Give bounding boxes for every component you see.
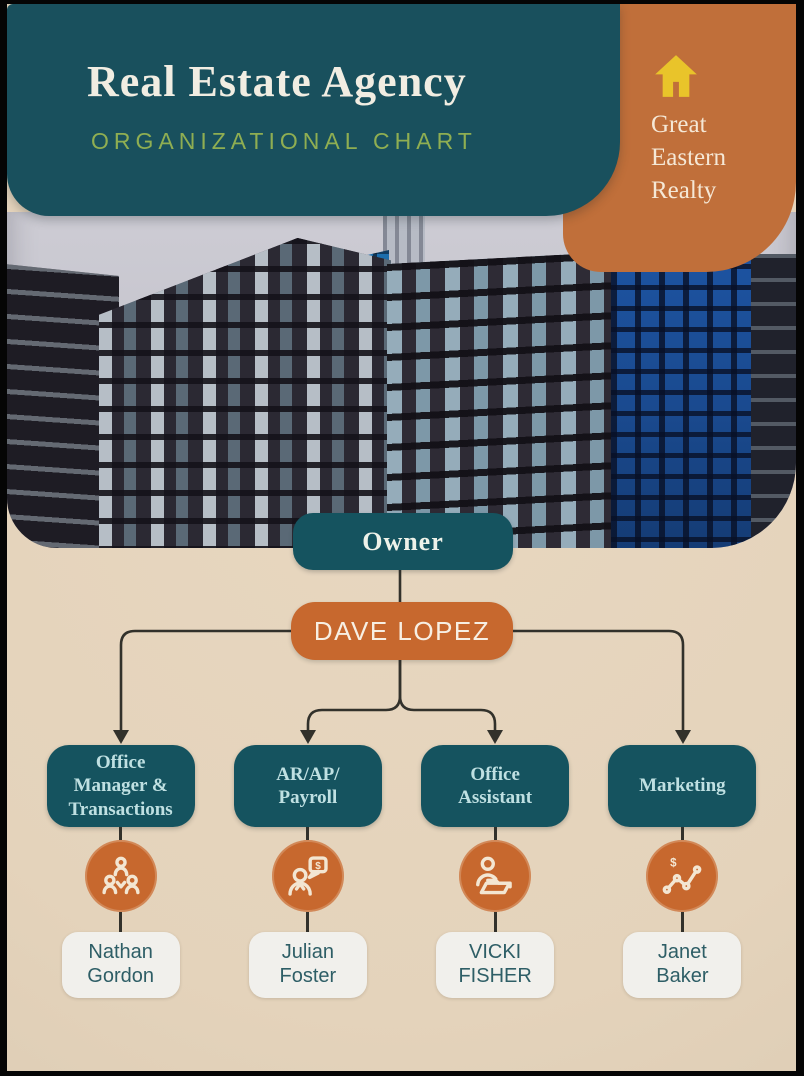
connector-stem bbox=[493, 827, 497, 840]
brand-name: Great Eastern Realty bbox=[651, 111, 726, 204]
connector-stem bbox=[306, 912, 310, 932]
person-folder-icon bbox=[459, 840, 532, 912]
role-label: Marketing bbox=[639, 775, 726, 797]
sales-chart-icon bbox=[646, 840, 719, 912]
page-title: Real Estate Agency bbox=[87, 57, 467, 106]
photo-building-mid bbox=[99, 238, 391, 548]
photo-building-right-edge bbox=[751, 254, 796, 548]
role-label: Office Assistant bbox=[458, 763, 533, 808]
person-name: VICKI FISHER bbox=[458, 941, 532, 987]
person-card: VICKI FISHER bbox=[436, 932, 555, 998]
department-office-assistant: Office Assistant VICKI FISHER bbox=[402, 745, 589, 998]
connector-stem bbox=[119, 827, 123, 840]
role-label: AR/AP/ Payroll bbox=[276, 763, 340, 808]
org-node-dave-lopez: DAVE LOPEZ bbox=[291, 602, 513, 660]
department-marketing: Marketing Janet Baker bbox=[589, 745, 776, 998]
poster-page: Great Eastern Realty Real Estate Agency … bbox=[7, 4, 796, 1071]
role-label: Office Manager & Transactions bbox=[68, 752, 173, 820]
org-node-owner: Owner bbox=[293, 513, 513, 570]
photo-building-blue-tower bbox=[611, 222, 755, 548]
person-card: Janet Baker bbox=[623, 932, 742, 998]
owner-role-label: Owner bbox=[362, 526, 444, 556]
person-card: Nathan Gordon bbox=[61, 932, 180, 998]
connector-stem bbox=[306, 827, 310, 840]
person-name: Janet Baker bbox=[656, 941, 709, 987]
role-box: AR/AP/ Payroll bbox=[233, 745, 382, 827]
person-dollar-chat-icon bbox=[271, 840, 344, 912]
house-icon bbox=[651, 50, 701, 102]
photo-building-right-mid bbox=[387, 250, 645, 548]
owner-name-label: DAVE LOPEZ bbox=[313, 615, 491, 646]
person-card: Julian Foster bbox=[248, 932, 367, 998]
connector-stem bbox=[119, 912, 123, 932]
connector-stem bbox=[493, 912, 497, 932]
title-block: Real Estate Agency ORGANIZATIONAL CHART bbox=[7, 4, 620, 216]
department-office-manager: Office Manager & Transactions Nathan Gor… bbox=[27, 745, 214, 998]
department-ar-ap-payroll: AR/AP/ Payroll Julian Foster bbox=[214, 745, 401, 998]
team-icon bbox=[84, 840, 157, 912]
role-box: Marketing bbox=[608, 745, 757, 827]
page-subtitle: ORGANIZATIONAL CHART bbox=[91, 128, 477, 154]
role-box: Office Assistant bbox=[421, 745, 570, 827]
person-name: Julian Foster bbox=[279, 941, 337, 987]
role-box: Office Manager & Transactions bbox=[46, 745, 195, 827]
person-name: Nathan Gordon bbox=[87, 941, 154, 987]
connector-stem bbox=[680, 912, 684, 932]
departments-row: Office Manager & Transactions Nathan Gor… bbox=[27, 745, 776, 998]
connector-stem bbox=[680, 827, 684, 840]
